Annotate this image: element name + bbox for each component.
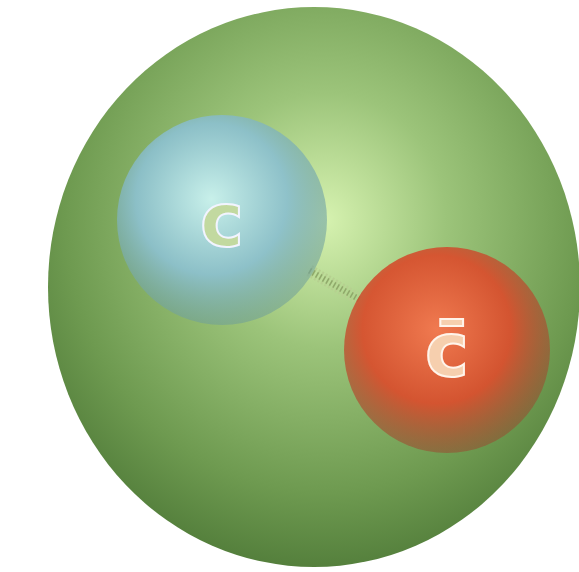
quark-label: c [200,183,244,257]
quark-label: c̄ [425,313,469,387]
quark-sphere: c̄ [344,247,550,453]
gluon-link [309,271,361,301]
hadron-sphere [48,7,579,567]
quark-sphere: c [117,115,327,325]
